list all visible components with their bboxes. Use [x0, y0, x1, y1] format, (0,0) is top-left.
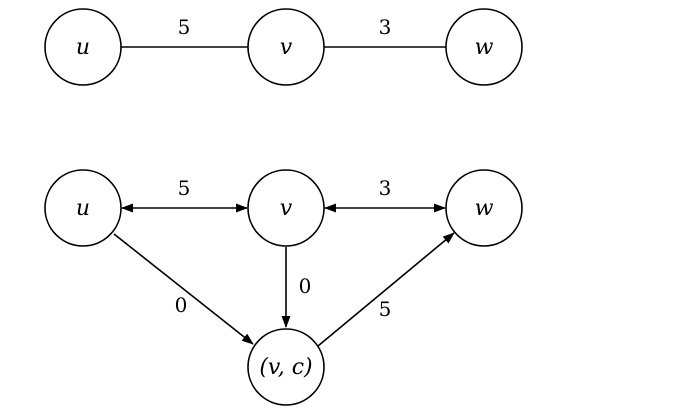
node-w-circle [445, 8, 523, 86]
edge-weight-u-v-directed: 5 [178, 176, 191, 200]
node-v-label: v [280, 35, 293, 60]
edges-transformed: 5 3 0 0 5 [113, 176, 455, 347]
edge-u-vc [113, 233, 254, 345]
node-u-label: u [76, 35, 90, 60]
edge-weight-v-vc: 0 [299, 274, 312, 298]
node-u-label: u [76, 196, 90, 221]
edge-weight-v-w-directed: 3 [379, 176, 392, 200]
node-vc-label: (v, c) [259, 355, 312, 380]
node-v-label: v [280, 196, 293, 221]
node-w-circle [445, 169, 523, 247]
graph-original: 5 3 u v w [44, 8, 523, 86]
node-v: v [247, 169, 325, 247]
node-w-label: w [475, 196, 494, 221]
node-w: w [445, 8, 523, 86]
node-w: w [445, 169, 523, 247]
node-u: u [44, 169, 122, 247]
node-u: u [44, 8, 122, 86]
node-u-circle [44, 169, 122, 247]
node-v-circle [247, 8, 325, 86]
edges-original: 5 3 [121, 15, 446, 48]
nodes-original: u v w [44, 8, 523, 86]
node-vc-circle [247, 328, 325, 406]
edge-weight-v-w: 3 [379, 15, 392, 39]
edge-weight-u-vc: 0 [175, 293, 188, 317]
node-v-circle [247, 169, 325, 247]
edge-weight-u-v: 5 [178, 15, 191, 39]
edge-weight-vc-w: 5 [379, 297, 392, 321]
node-vc: (v, c) [247, 328, 325, 406]
node-u-circle [44, 8, 122, 86]
edge-vc-w [317, 232, 455, 347]
nodes-transformed: u v w (v, c) [44, 169, 523, 406]
node-w-label: w [475, 35, 494, 60]
graph-transformed: 5 3 0 0 5 u v w (v, c) [44, 169, 523, 406]
node-v: v [247, 8, 325, 86]
